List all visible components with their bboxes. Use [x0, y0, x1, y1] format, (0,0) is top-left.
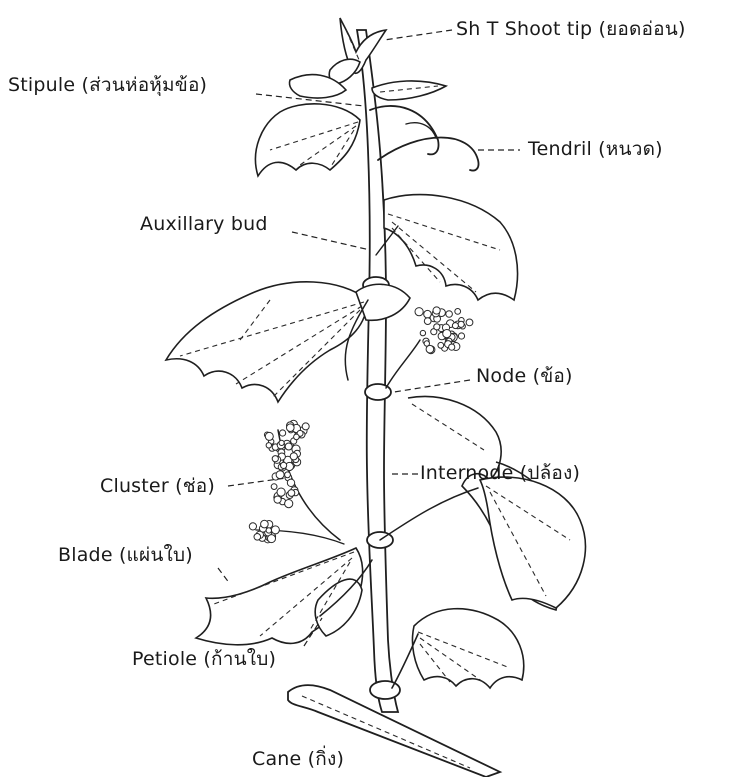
- label-blade: Blade (แผ่นใบ): [58, 544, 193, 566]
- label-cane: Cane (กิ่ง): [252, 748, 344, 770]
- label-stipule: Stipule (ส่วนห่อหุ้มข้อ): [8, 74, 207, 96]
- label-tendril: Tendril (หนวด): [528, 138, 663, 160]
- leader-blade: [218, 568, 230, 584]
- label-shoot-tip: Sh T Shoot tip (ยอดอ่อน): [456, 18, 686, 40]
- upper-right-leaf: [376, 195, 518, 300]
- label-petiole: Petiole (ก้านใบ): [132, 648, 276, 670]
- label-cluster: Cluster (ช่อ): [100, 475, 215, 497]
- label-auxillary-bud: Auxillary bud: [140, 213, 268, 235]
- leader-shoot-tip: [384, 30, 452, 40]
- label-internode: Internode (ปล้อง): [420, 462, 580, 484]
- lower-left-leaf: [196, 548, 372, 645]
- left-cluster: [249, 420, 344, 544]
- upper-left-leaf: [255, 75, 360, 176]
- upper-cluster: [386, 307, 473, 388]
- label-node: Node (ข้อ): [476, 365, 573, 387]
- shoot-tip-drawing: [329, 18, 446, 100]
- main-stem: [357, 30, 400, 712]
- right-lower-leaf: [380, 396, 585, 610]
- leader-auxillary-bud: [292, 232, 370, 250]
- leader-node: [394, 380, 470, 392]
- tendrils: [370, 106, 479, 171]
- bottom-right-leaf: [392, 609, 524, 688]
